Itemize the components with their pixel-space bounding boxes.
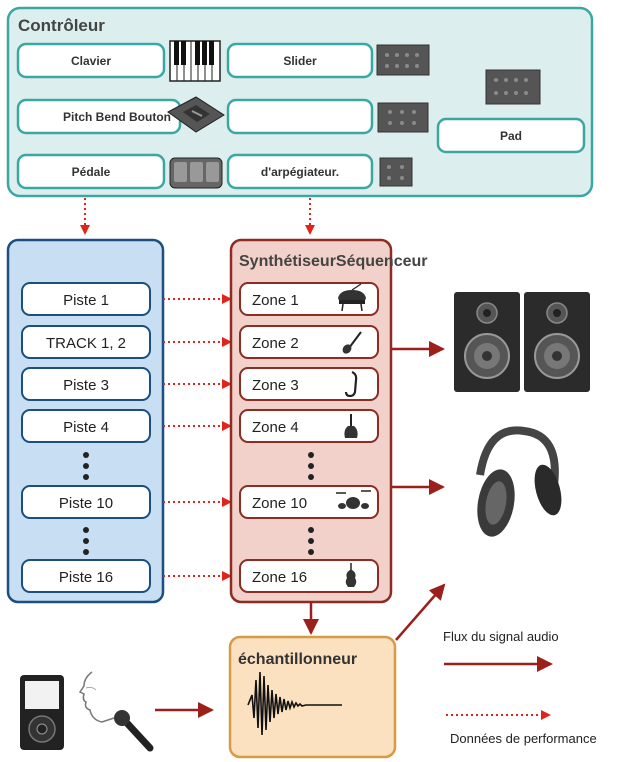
music-player-icon: [20, 675, 64, 750]
track-item: Piste 3: [21, 367, 151, 401]
slider-box: Slider: [226, 42, 374, 79]
bass-icon: [344, 414, 358, 438]
zone-item: Zone 3: [239, 367, 379, 401]
pedal-label: Pédale: [72, 165, 111, 179]
sampler-to-output-arrow: [395, 583, 446, 641]
zone-label: Zone 10: [252, 495, 307, 512]
zone-label: Zone 2: [252, 335, 299, 352]
track-label: Piste 3: [63, 377, 109, 394]
slider-label: Slider: [283, 54, 317, 68]
track-ellipsis: [83, 452, 89, 480]
piano-icon: [338, 283, 366, 312]
track-to-zone-arrows: [163, 294, 232, 581]
controller-title: Contrôleur: [18, 16, 105, 35]
singer-icon: [78, 671, 115, 723]
pad-icon: [485, 69, 541, 105]
zone-item: Zone 10: [239, 485, 379, 519]
violin-icon: [345, 563, 357, 587]
zone-item: Zone 1: [239, 282, 379, 316]
tracks-panel: Piste 1 TRACK 1, 2 Piste 3 Piste 4 Piste…: [6, 238, 165, 604]
zone-ellipsis: [308, 452, 314, 480]
track-ellipsis: [83, 527, 89, 555]
keyboard-box: Clavier: [16, 42, 166, 79]
track-item: Piste 10: [21, 485, 151, 519]
headphones-icon: [476, 426, 562, 537]
pitch-bend-icon: [167, 96, 225, 133]
pitch-bend-label: Pitch Bend Bouton: [63, 110, 171, 124]
keyboard-icon: [169, 40, 221, 82]
zone-item: Zone 4: [239, 409, 379, 443]
arpeggiator-icon: [379, 157, 413, 187]
track-item: Piste 1: [21, 282, 151, 316]
track-label: Piste 10: [59, 495, 113, 512]
zone-label: Zone 4: [252, 419, 299, 436]
saxophone-icon: [344, 370, 358, 398]
sampler-panel: échantillonneur: [228, 635, 397, 759]
legend-performance-label: Données de performance: [450, 731, 597, 746]
synth-panel: SynthétiseurSéquenceur Zone 1 Zone 2 Zon…: [229, 238, 428, 604]
pad-label: Pad: [500, 129, 522, 143]
zone-ellipsis: [308, 527, 314, 555]
keyboard-label: Clavier: [71, 54, 111, 68]
track-label: Piste 1: [63, 292, 109, 309]
pedal-box: Pédale: [16, 153, 166, 190]
waveform-icon: [247, 671, 342, 736]
zone-label: Zone 3: [252, 377, 299, 394]
pedal-icon: [169, 157, 223, 189]
sampler-title: échantillonneur: [238, 651, 357, 668]
microphone-icon: [114, 710, 154, 752]
track-label: TRACK 1, 2: [46, 335, 126, 352]
track-item: TRACK 1, 2: [21, 325, 151, 359]
speakers-icon: [454, 292, 590, 392]
zone-item: Zone 2: [239, 325, 379, 359]
guitar-icon: [342, 331, 362, 354]
track-label: Piste 4: [63, 419, 109, 436]
legend-audio-label: Flux du signal audio: [443, 629, 559, 644]
synth-title: SynthétiseurSéquenceur: [239, 253, 428, 270]
zone-item: Zone 16: [239, 559, 379, 593]
arpeggiator-box: d'arpégiateur.: [226, 153, 374, 190]
knob-icon: [377, 102, 429, 133]
slider-icon: [376, 44, 430, 76]
track-label: Piste 16: [59, 569, 113, 586]
pad-box: Pad: [436, 117, 586, 154]
legend: Flux du signal audio Données de performa…: [443, 629, 597, 746]
zone-label: Zone 16: [252, 569, 307, 586]
zone-label: Zone 1: [252, 292, 299, 309]
arpeggiator-label: d'arpégiateur.: [261, 165, 339, 179]
blank-box: [226, 98, 374, 135]
drums-icon: [336, 490, 371, 509]
track-item: Piste 16: [21, 559, 151, 593]
controller-panel: Contrôleur Clavier Slider: [6, 6, 594, 198]
track-item: Piste 4: [21, 409, 151, 443]
pitch-bend-box: Pitch Bend Bouton: [16, 98, 182, 135]
